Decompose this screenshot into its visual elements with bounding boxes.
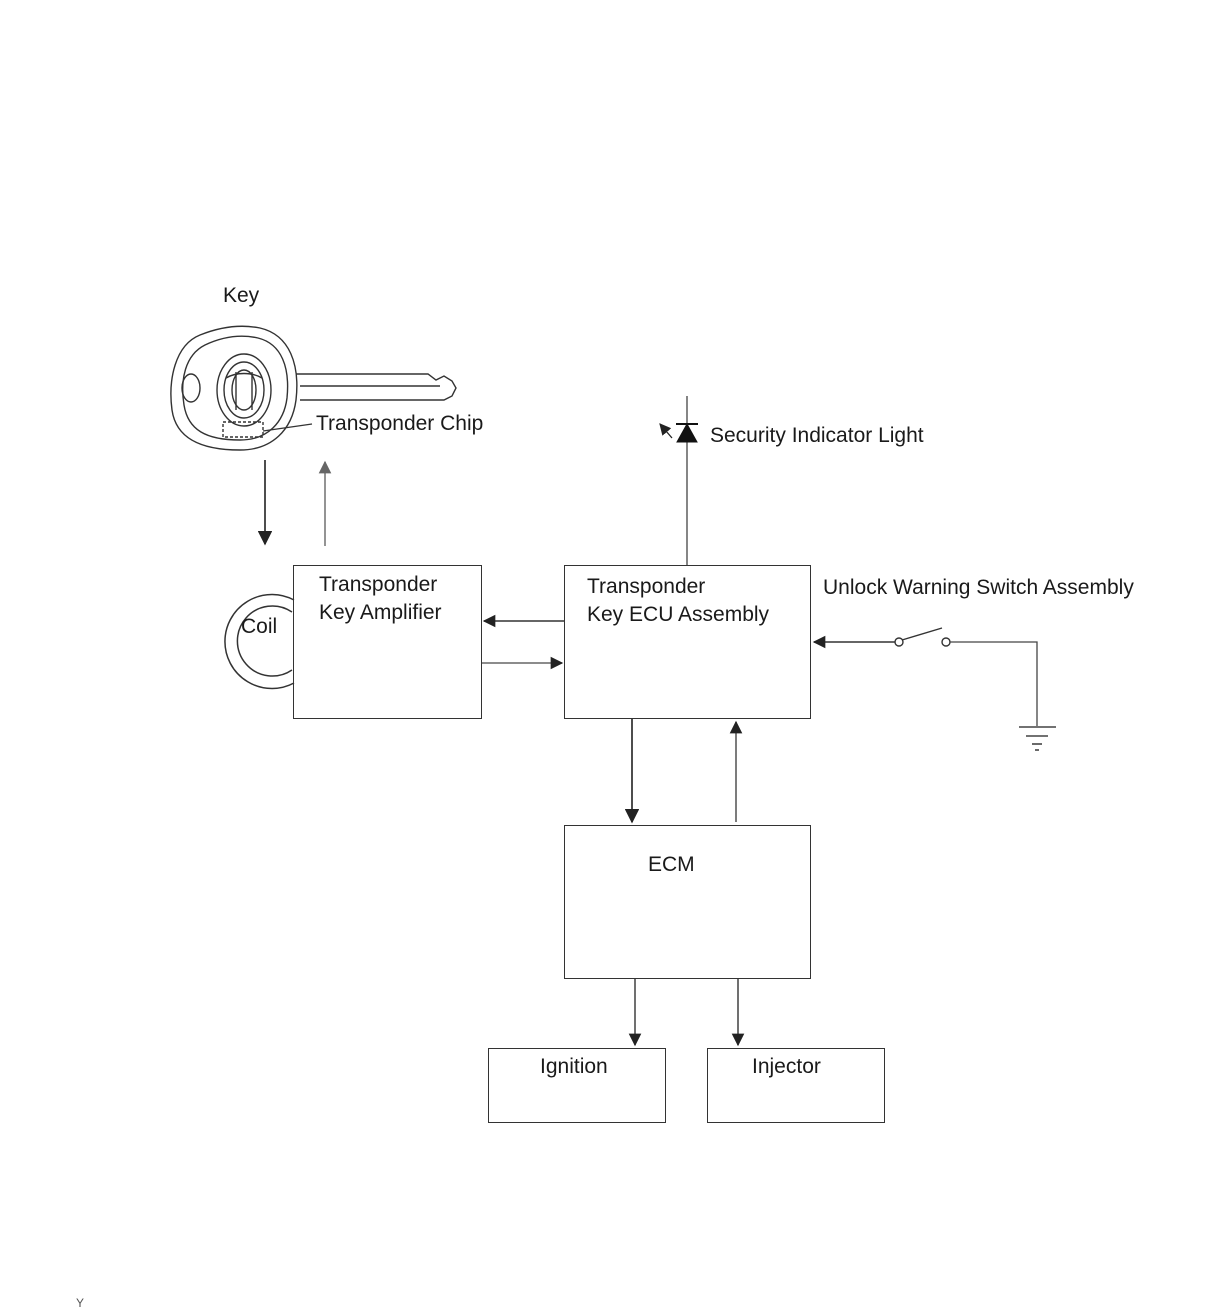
coil-icon	[224, 593, 295, 690]
injector-box	[707, 1048, 885, 1123]
coil-label: Coil	[241, 615, 278, 638]
ecu-label-line1: Transponder	[587, 575, 706, 598]
chip-leader-line	[262, 423, 313, 432]
ignition-label: Ignition	[540, 1055, 608, 1078]
injector-label: Injector	[752, 1055, 821, 1078]
led-icon	[659, 422, 698, 443]
ignition-box	[488, 1048, 666, 1123]
switch-ground-wire	[950, 641, 1038, 726]
ecm-label: ECM	[648, 853, 695, 876]
ecu-label-line2: Key ECU Assembly	[587, 603, 770, 626]
amplifier-label-line2: Key Amplifier	[319, 601, 442, 624]
switch-icon	[894, 627, 951, 647]
transponder-key-amplifier-box	[293, 565, 482, 719]
ecm-box	[564, 825, 811, 979]
unlock-warning-switch-label: Unlock Warning Switch Assembly	[823, 576, 1134, 599]
ground-icon	[1019, 726, 1056, 751]
transponder-key-ecu-box	[564, 565, 811, 719]
transponder-chip-label: Transponder Chip	[316, 412, 484, 435]
key-icon	[170, 325, 457, 451]
security-indicator-light-label: Security Indicator Light	[710, 424, 924, 447]
amplifier-label-line1: Transponder	[319, 573, 438, 596]
figure-code: Y	[76, 1296, 85, 1310]
key-label: Key	[223, 284, 260, 307]
